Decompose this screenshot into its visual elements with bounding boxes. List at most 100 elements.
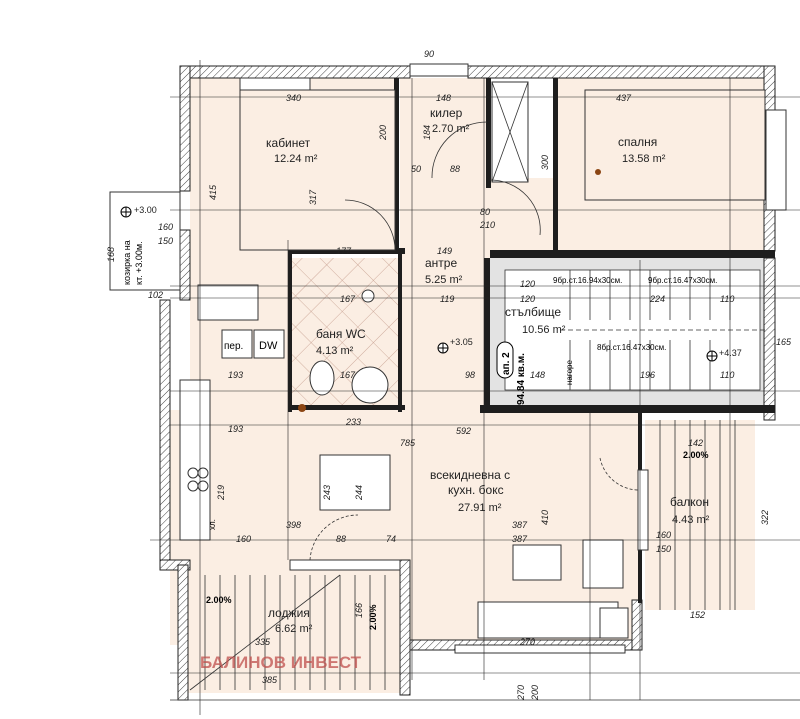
tv-table <box>512 544 562 581</box>
dim-text: 340 <box>286 93 301 103</box>
dim-text: 300 <box>540 155 550 170</box>
room-pantry-floor <box>400 78 488 178</box>
bedroom-bed <box>584 89 766 201</box>
dim-text: 437 <box>616 93 632 103</box>
staircase <box>504 269 765 391</box>
room-area-loggia: 6.62 m² <box>275 623 313 635</box>
dim-text: 168 <box>106 247 116 262</box>
dim-text: 410 <box>540 510 550 525</box>
stair-flight-1: 9бр.ст.16.94x30см. <box>553 276 622 285</box>
dishwasher-label: DW <box>259 340 278 352</box>
dim-text: 224 <box>649 294 665 304</box>
dim-text: 88 <box>336 534 346 544</box>
dim-text: 142 <box>688 438 703 448</box>
office-bed-headboard <box>239 77 311 91</box>
dim-text: 148 <box>530 370 545 380</box>
dim-text: 167 <box>340 294 356 304</box>
canopy-label-2: кт. +3.00м. <box>134 241 144 285</box>
stair-flight-3: 8бр.ст.16.47x30см. <box>597 343 666 352</box>
room-name-living-2: кухн. бокс <box>448 483 504 497</box>
dim-text: 387 <box>512 520 528 530</box>
room-area-pantry: 2.70 m² <box>432 123 470 135</box>
windows <box>109 63 787 654</box>
deck-slats <box>170 420 800 701</box>
dim-text: 387 <box>512 534 528 544</box>
dim-text: 233 <box>345 417 361 427</box>
lamp-icon <box>595 169 601 175</box>
dim-text: 110 <box>720 370 734 380</box>
dim-text: 184 <box>422 125 432 140</box>
dim-text: 785 <box>400 438 416 448</box>
dimension-texts: 90 340 148 437 200 184 300 415 317 177 1… <box>106 49 792 701</box>
kitchen-counter <box>179 379 211 541</box>
room-area-balcony: 4.43 m² <box>672 514 710 526</box>
room-area-office: 12.24 m² <box>274 153 318 165</box>
dim-text: 317 <box>308 189 318 205</box>
furniture <box>179 77 766 639</box>
dimension-lines <box>150 60 800 715</box>
dim-text: 385 <box>262 675 278 685</box>
slope-loggia-2: 2.00% <box>368 604 378 630</box>
slope-loggia: 2.00% <box>206 595 232 605</box>
dim-text: 196 <box>640 370 655 380</box>
dim-text: 160 <box>236 534 251 544</box>
washer-label: пер. <box>224 341 243 352</box>
bathtub <box>197 284 259 321</box>
dim-text: 110 <box>720 294 734 304</box>
armchair <box>582 539 624 589</box>
dim-text: 398 <box>286 520 301 530</box>
room-name-loggia: лоджия <box>268 606 310 620</box>
room-labels: кабинет 12.24 m² килер 2.70 m² спалня 13… <box>266 106 710 635</box>
dim-text: 90 <box>424 49 434 59</box>
dim-text: 165 <box>776 337 792 347</box>
canopy <box>109 191 181 291</box>
apartment-tag: ап. 2 94.84 кв.м. <box>496 341 527 405</box>
dining-table <box>319 454 391 511</box>
dim-text: 166 <box>354 603 364 618</box>
apartment-label: ап. 2 <box>501 352 512 375</box>
doors <box>309 121 639 561</box>
room-name-balcony: балкон <box>670 495 709 509</box>
level-markers <box>120 206 718 362</box>
dim-text: 120 <box>520 294 535 304</box>
room-area-stairs: 10.56 m² <box>522 324 566 336</box>
room-area-living: 27.91 m² <box>458 502 502 514</box>
dim-text: 149 <box>437 246 452 256</box>
dim-text: 120 <box>520 279 535 289</box>
dim-text: 119 <box>440 294 454 304</box>
stair-up: нагоре <box>565 359 574 385</box>
dim-text: 50 <box>411 164 421 174</box>
fridge-label: хл. <box>208 519 217 530</box>
dim-text: 415 <box>208 184 218 200</box>
apartment-area: 94.84 кв.м. <box>516 353 527 405</box>
dim-text: 193 <box>228 370 243 380</box>
dim-text: 322 <box>760 510 770 525</box>
shower <box>351 366 389 404</box>
sink <box>361 289 375 303</box>
dim-text: 592 <box>456 426 471 436</box>
dim-text: 150 <box>656 544 671 554</box>
room-name-bedroom: спалня <box>618 135 657 149</box>
room-area-hall: 5.25 m² <box>425 274 463 286</box>
sofa <box>477 601 619 639</box>
dim-text: 193 <box>228 424 243 434</box>
dim-text: 244 <box>354 485 364 501</box>
misc-labels: +3.00 козирка на кт. +3.00м. +3.05 +4.37… <box>122 205 742 672</box>
room-area-bathroom: 4.13 m² <box>316 345 354 357</box>
dim-text: 98 <box>465 370 475 380</box>
office-bed <box>239 89 396 251</box>
dim-text: 148 <box>436 93 451 103</box>
room-name-hall: антре <box>425 256 457 270</box>
dim-text: 270 <box>516 685 526 701</box>
dim-text: 219 <box>216 485 226 501</box>
dim-text: 80 <box>480 207 490 217</box>
room-loggia-floor <box>188 565 410 693</box>
dim-text: 150 <box>158 236 173 246</box>
dim-text: 160 <box>158 222 173 232</box>
room-name-bathroom: баня WC <box>316 327 366 341</box>
room-name-stairs: стълбище <box>505 305 561 319</box>
dim-text: 167 <box>340 370 356 380</box>
room-name-living: всекидневна с <box>430 468 510 482</box>
watermark: БАЛИНОВ ИНВЕСТ <box>200 653 362 672</box>
slope-balcony: 2.00% <box>683 450 709 460</box>
